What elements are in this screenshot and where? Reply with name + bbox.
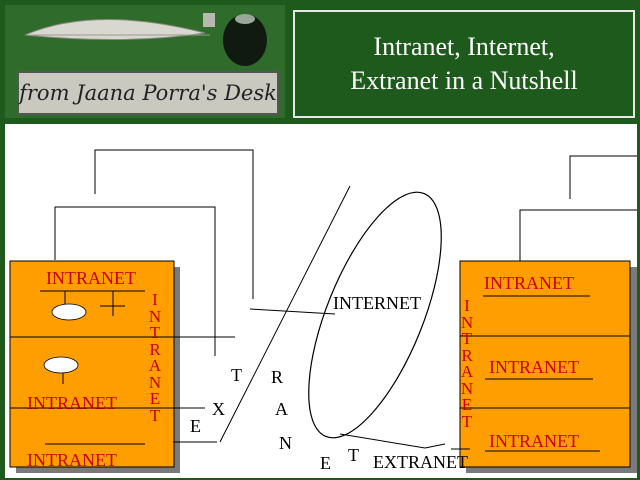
connection-lines [10, 149, 637, 452]
internet-label: INTERNET [333, 293, 421, 313]
author-signature: from Jaana Porra's Desk [17, 71, 279, 115]
diagram-panel: INTRANET INTRANET INTRANET INTRANET INTR… [5, 124, 637, 478]
left-intranet-mid-label: INTRANET [27, 393, 117, 413]
page-title: Intranet, Internet, Extranet in a Nutshe… [293, 10, 635, 118]
extranet-letter-r: R [271, 367, 284, 387]
title-line-1: Intranet, Internet, [373, 32, 555, 61]
extranet-label: EXTRANET [373, 452, 468, 472]
internet-cloud [308, 191, 442, 439]
left-intranet-top-label: INTRANET [46, 268, 136, 288]
extranet-letter-t2: T [348, 445, 359, 465]
extranet-letter-e2: E [320, 453, 331, 473]
title-line-2: Extranet in a Nutshell [350, 66, 578, 95]
extranet-letter-a: A [275, 399, 288, 419]
right-vertical-intranet-label: INTRANET [460, 296, 474, 431]
right-intranet-top-label: INTRANET [484, 273, 574, 293]
extranet-letter-e1: E [190, 416, 201, 436]
network-diagram [9, 149, 637, 473]
left-node-oval-mid [43, 356, 79, 374]
left-vertical-intranet-label: INTRANET [148, 290, 162, 425]
left-intranet-box [9, 260, 175, 468]
left-node-oval-top [51, 303, 87, 321]
right-intranet-mid-label: INTRANET [489, 357, 579, 377]
extranet-letter-n: N [279, 433, 292, 453]
feather-quill-icon [24, 13, 267, 66]
left-intranet-bottom-label: INTRANET [27, 450, 117, 470]
extranet-letter-x: X [212, 399, 225, 419]
right-intranet-box [459, 260, 631, 468]
header-banner: from Jaana Porra's Desk [5, 5, 285, 118]
extranet-letter-t1: T [231, 365, 242, 385]
right-intranet-bottom-label: INTRANET [489, 431, 579, 451]
